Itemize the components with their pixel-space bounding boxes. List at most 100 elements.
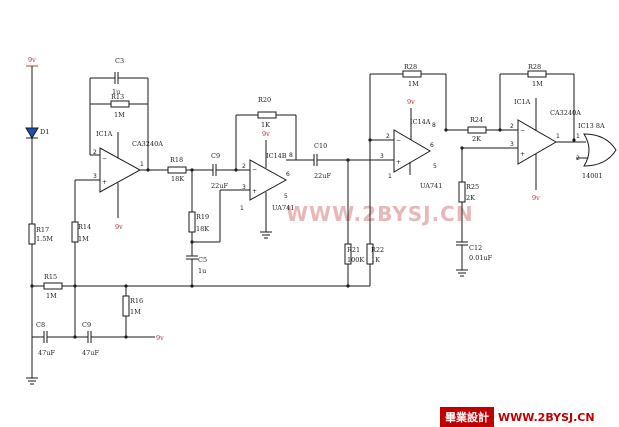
resistor-r21: R21 100K: [344, 243, 364, 265]
svg-text:1: 1: [556, 133, 560, 140]
svg-text:+: +: [396, 159, 401, 166]
r28b-ref: R28: [528, 63, 541, 71]
resistor-r14: R14 1M: [71, 221, 91, 243]
svg-text:−: −: [102, 155, 107, 162]
u4-vplus: 9ᴠ: [532, 194, 540, 202]
resistor-r16: R16 1M: [122, 295, 143, 317]
gate-part: 14001: [582, 172, 603, 180]
svg-text:2: 2: [510, 123, 514, 130]
c5-ref: C5: [198, 256, 207, 264]
r25-val: 2K: [466, 194, 475, 202]
svg-text:3: 3: [242, 184, 246, 191]
r14-val: 1M: [78, 235, 89, 243]
resistor-r15: R15 1M: [43, 273, 63, 300]
r22-val: 1K: [371, 256, 380, 264]
r25-ref: R25: [466, 183, 479, 191]
r28a-val: 1M: [408, 80, 419, 88]
u1-ref: IC1A: [96, 130, 113, 138]
resistor-r28-stage3: R28 1M: [402, 63, 422, 88]
c9b-ref: C9: [82, 321, 91, 329]
c9b-val: 47uF: [82, 349, 99, 357]
r20-val: 1K: [261, 121, 270, 129]
svg-text:3: 3: [510, 141, 514, 148]
r13-val: 1M: [114, 111, 125, 119]
r20-ref: R20: [258, 96, 271, 104]
c9a-ref: C9: [211, 152, 220, 160]
u2-ref: IC14B: [266, 152, 287, 160]
r15-val: 1M: [46, 292, 57, 300]
r16-val: 1M: [130, 308, 141, 316]
u4-part: CA3240A: [550, 109, 581, 117]
svg-text:2: 2: [386, 133, 390, 140]
u1-vplus: 9ᴠ: [115, 223, 123, 231]
r16-ref: R16: [130, 297, 143, 305]
capacitor-c10: C10 22uF: [313, 142, 331, 180]
r28b-val: 1M: [532, 80, 543, 88]
r18-ref: R18: [170, 156, 183, 164]
svg-text:5: 5: [433, 163, 437, 170]
footer-banner: 畢業設計 WWW.2BYSJ.CN: [440, 407, 619, 427]
stage1-opamp: C3 1u R13 1M − + 2 3 1 IC1A CA3240A 9ᴠ: [75, 57, 168, 231]
d1-ref: D1: [40, 128, 49, 136]
u2-vplus: 9ᴠ: [262, 130, 270, 138]
ground-stage2: [260, 231, 272, 239]
footer-logo: 畢業設計: [440, 407, 494, 427]
diode-d1: D1: [25, 127, 49, 139]
capacitor-c8: C8 47uF: [36, 321, 55, 357]
footer-url: WWW.2BYSJ.CN: [498, 410, 595, 424]
r21-val: 100K: [347, 256, 364, 264]
r13-ref: R13: [111, 93, 124, 101]
r28a-ref: R28: [404, 63, 417, 71]
stage3-opamp: R28 1M − + 2 3 6 5 1 8 IC14A UA741 9ᴠ: [368, 63, 468, 190]
resistor-r19: R19 18K: [188, 211, 209, 233]
resistor-r22: R22 1K: [366, 243, 384, 265]
c3-ref: C3: [115, 57, 124, 65]
c8-val: 47uF: [38, 349, 55, 357]
c3-val: 1u: [112, 88, 120, 96]
svg-text:5: 5: [284, 193, 288, 200]
resistor-r28-stage4: R28 1M: [527, 63, 547, 88]
svg-text:+: +: [520, 151, 525, 158]
r14-ref: R14: [78, 223, 91, 231]
c5-val: 1u: [198, 267, 206, 275]
ground-left: [26, 377, 38, 385]
resistor-r25: R25 2K: [458, 181, 479, 203]
svg-text:6: 6: [430, 142, 434, 149]
u1-part: CA3240A: [132, 140, 163, 148]
supply-label-bottom: 9ᴠ: [156, 334, 164, 342]
c12-val: 0.01uF: [469, 254, 493, 262]
r22-ref: R22: [371, 246, 384, 254]
supply-label-left: 9ᴠ: [28, 56, 36, 64]
svg-text:2: 2: [242, 163, 246, 170]
svg-text:1: 1: [240, 205, 244, 212]
svg-text:1: 1: [140, 161, 144, 168]
r19-ref: R19: [196, 213, 209, 221]
c9a-val: 22uF: [211, 182, 228, 190]
svg-text:−: −: [520, 127, 525, 134]
watermark: WWW.2BYSJ.CN: [286, 202, 474, 226]
resistor-r17: R17 1.5M: [28, 223, 53, 245]
r15-ref: R15: [44, 273, 57, 281]
svg-text:+: +: [252, 188, 257, 195]
c8-ref: C8: [36, 321, 45, 329]
capacitor-c9-22uf: C9 22uF: [211, 152, 228, 190]
r18-val: 18K: [171, 175, 184, 183]
svg-text:6: 6: [286, 171, 290, 178]
svg-text:3: 3: [93, 173, 97, 180]
u2-part: UA741: [272, 204, 294, 212]
svg-text:8: 8: [432, 122, 436, 129]
r19-val: 18K: [196, 225, 209, 233]
c12-ref: C12: [469, 244, 482, 252]
resistor-r20: R20 1K: [257, 96, 277, 129]
svg-text:+: +: [102, 179, 107, 186]
stage2-opamp: R20 1K − + 2 3 6 5 1 8 IC14B UA741 9ᴠ: [234, 96, 314, 239]
u4-ref: IC1A: [514, 98, 531, 106]
r17-val: 1.5M: [36, 235, 53, 243]
resistor-r18: R18 18K: [167, 156, 187, 183]
u3-vplus: 9ᴠ: [407, 98, 415, 106]
capacitor-c5: C5 1u: [186, 255, 207, 275]
r17-ref: R17: [36, 226, 49, 234]
svg-text:3: 3: [380, 153, 384, 160]
r24-val: 2K: [472, 135, 481, 143]
left-bias-network: 9ᴠ D1 R17 1.5M C8 47uF: [25, 56, 370, 385]
